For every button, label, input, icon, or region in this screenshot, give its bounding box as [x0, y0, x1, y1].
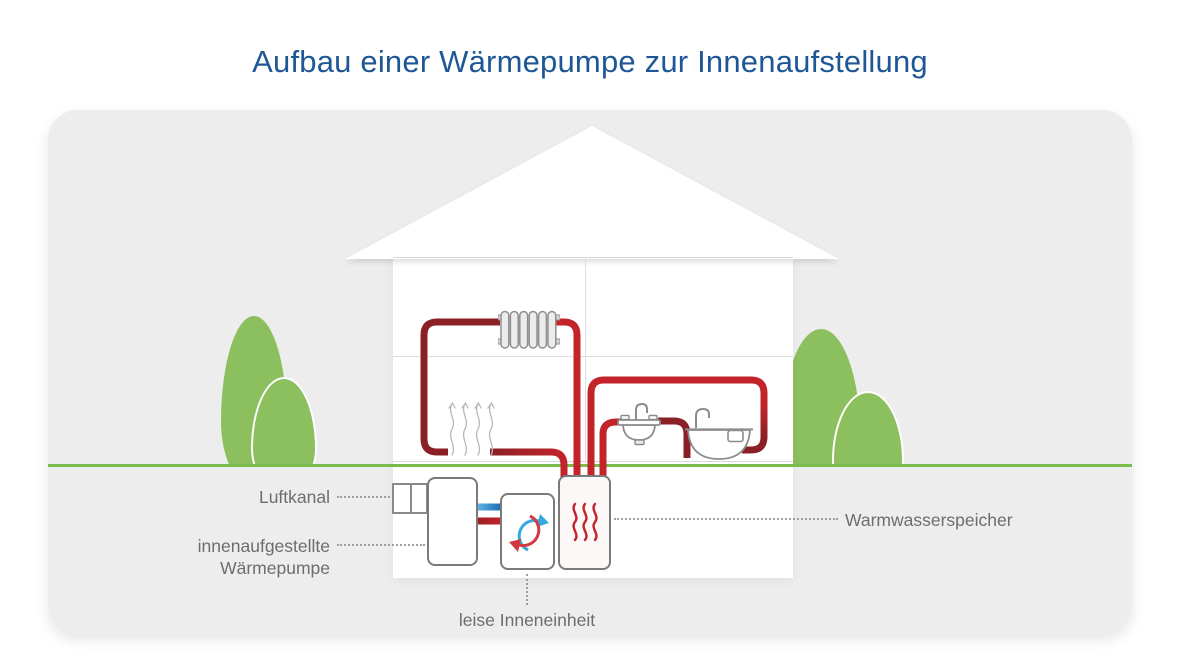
dotted-line-warmwasserspeicher: [614, 518, 838, 520]
dotted-line-waermepumpe: [337, 544, 425, 546]
indoor-unit: [500, 493, 555, 570]
cycle-arrows-icon: [508, 513, 549, 552]
label-waermepumpe-line2: Wärmepumpe: [220, 558, 330, 578]
heat-pump-unit: [427, 477, 478, 566]
house-roof: [345, 126, 839, 259]
label-waermepumpe-line1: innenaufgestellte: [197, 536, 330, 556]
ground-line: [48, 464, 1132, 467]
cycle-arrow-blue-head: [536, 513, 549, 527]
house-floor-line: [393, 461, 793, 462]
floor-divider-line: [393, 356, 793, 357]
roof-triangle: [345, 126, 839, 259]
tank-heat-waves-icon: [571, 502, 598, 541]
label-warmwasserspeicher: Warmwasserspeicher: [845, 510, 1013, 530]
air-duct-divider: [410, 485, 412, 512]
label-inneneinheit: leise Inneneinheit: [458, 610, 596, 630]
cycle-arrow-red: [515, 514, 540, 547]
roof-base-line: [393, 257, 793, 258]
dotted-line-inneneinheit: [526, 574, 528, 605]
water-tank: [558, 475, 611, 570]
page-title: Aufbau einer Wärmepumpe zur Innenaufstel…: [252, 44, 928, 79]
air-duct: [392, 483, 428, 514]
label-waermepumpe: innenaufgestellte Wärmepumpe: [150, 535, 330, 579]
room-divider-line: [585, 257, 586, 461]
label-luftkanal: Luftkanal: [258, 487, 330, 507]
cycle-arrow-red-head: [508, 538, 521, 552]
dotted-line-luftkanal: [337, 496, 390, 498]
